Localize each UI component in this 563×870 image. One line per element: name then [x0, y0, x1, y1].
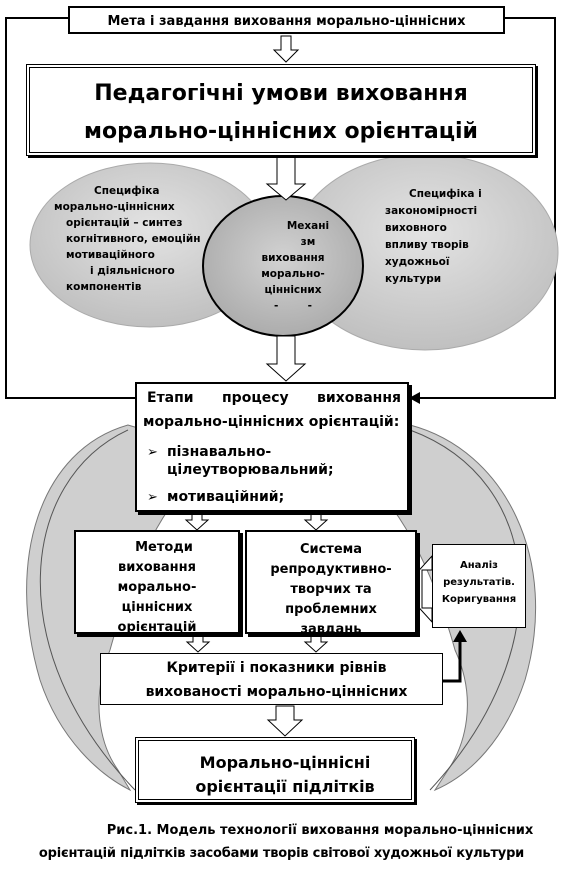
- left-ellipse-line: мотиваційного: [66, 249, 155, 261]
- center-circle-line: ціннісних: [264, 284, 322, 296]
- system-line: Система: [299, 542, 363, 557]
- center-circle-line: Механі: [286, 220, 330, 232]
- system-line: творчих та: [290, 582, 372, 597]
- stages-box: Етапи процесу виховання морально-ціннісн…: [135, 382, 409, 512]
- stages-bullet-glyph: ➢: [147, 445, 158, 460]
- result-box: Морально-ціннісні орієнтації підлітків: [135, 737, 415, 803]
- arrow-methods-to-criteria: [185, 633, 211, 653]
- right-ellipse-line: виховного: [385, 222, 447, 234]
- analysis-box: Аналіз результатів. Коригування: [432, 544, 526, 628]
- right-ellipse-line: культури: [385, 273, 442, 285]
- system-line: завдань: [300, 622, 362, 634]
- figure-caption-line1: Рис.1. Модель технології виховання морал…: [106, 823, 534, 838]
- arrow-stages-to-system: [303, 511, 329, 531]
- right-loop-arrow: [328, 424, 537, 792]
- right-ellipse-line: закономірності: [385, 205, 478, 217]
- feedback-arrowhead: [453, 630, 467, 642]
- left-ellipse-text: Специфіка морально-ціннісних орієнтацій …: [54, 183, 214, 295]
- criteria-box: Критерії і показники рівнів вихованості …: [100, 653, 443, 705]
- arrow-conditions-to-mechanism: [265, 155, 307, 201]
- right-ellipse-line: впливу творів: [385, 239, 469, 251]
- left-ellipse-line: компонентів: [66, 281, 142, 293]
- left-frame-line: [5, 17, 135, 399]
- arrow-stages-to-methods: [184, 511, 210, 531]
- stages-line2: морально-ціннісних орієнтацій:: [143, 414, 400, 430]
- left-ellipse-line: Специфіка: [94, 185, 160, 197]
- system-text: Система репродуктивно- творчих та пробле…: [247, 540, 415, 634]
- stages-line1: Етапи процесу виховання: [147, 390, 401, 406]
- criteria-line1: Критерії і показники рівнів: [166, 660, 387, 676]
- system-line: репродуктивно-: [270, 562, 392, 577]
- arrow-mechanism-to-stages: [265, 335, 307, 382]
- right-ellipse-text: Специфіка і закономірності виховного впл…: [385, 186, 525, 288]
- arrow-goal-to-conditions: [272, 35, 300, 63]
- system-line: проблемних: [285, 602, 377, 617]
- goal-text: Мета і завдання виховання морально-цінні…: [107, 14, 466, 29]
- methods-line: виховання: [118, 560, 196, 575]
- center-circle-line: морально-: [261, 268, 325, 280]
- analysis-line: результатів.: [443, 577, 515, 588]
- methods-line: Методи: [135, 540, 193, 555]
- methods-text: Методи виховання морально- ціннісних орі…: [76, 538, 238, 634]
- figure-caption-line2: орієнтацій підлітків засобами творів сві…: [38, 846, 525, 861]
- feedback-line: [443, 640, 462, 683]
- conditions-line2: морально-ціннісних орієнтацій: [84, 119, 478, 144]
- center-circle-text: Механі зм виховання морально- ціннісних …: [238, 218, 348, 314]
- left-ellipse-line: когнітивного, емоційн: [66, 233, 201, 245]
- conditions-line1: Педагогічні умови виховання: [94, 81, 468, 106]
- methods-box: Методи виховання морально- ціннісних орі…: [74, 530, 240, 634]
- methods-line: ціннісних: [121, 600, 193, 615]
- left-ellipse-line: і діяльнісного: [90, 265, 175, 277]
- stages-item: пізнавально- цілеутворювальний;: [167, 444, 334, 478]
- center-circle-line: - -: [274, 300, 312, 312]
- methods-line: орієнтацій: [117, 620, 197, 634]
- left-ellipse-line: орієнтацій – синтез: [66, 217, 183, 229]
- analysis-line: Аналіз: [460, 560, 498, 571]
- right-ellipse-line: Специфіка і: [409, 188, 482, 200]
- stages-bullet-glyph: ➢: [147, 490, 158, 505]
- arrow-criteria-to-result: [266, 705, 304, 737]
- methods-line: морально-: [117, 580, 197, 595]
- right-ellipse-line: художньої: [385, 256, 450, 268]
- right-frame-arrowhead: [409, 392, 420, 404]
- system-box: Система репродуктивно- творчих та пробле…: [245, 530, 417, 634]
- result-line2: орієнтації підлітків: [195, 777, 375, 796]
- stages-item: мотиваційний;: [167, 489, 285, 505]
- analysis-text: Аналіз результатів. Коригування: [433, 557, 525, 608]
- left-ellipse-line: морально-ціннісних: [54, 201, 175, 213]
- arrow-system-to-criteria: [303, 633, 329, 653]
- analysis-line: Коригування: [441, 594, 517, 605]
- conditions-box: Педагогічні умови виховання морально-цін…: [26, 64, 536, 156]
- goal-box: Мета і завдання виховання морально-цінні…: [68, 6, 505, 34]
- center-circle-line: виховання: [261, 252, 325, 264]
- criteria-line2: вихованості морально-ціннісних: [145, 684, 408, 700]
- right-frame-line: [420, 17, 556, 399]
- left-outer-curve: [39, 429, 136, 791]
- result-line1: Морально-ціннісні: [199, 753, 371, 772]
- center-circle-line: зм: [300, 236, 316, 248]
